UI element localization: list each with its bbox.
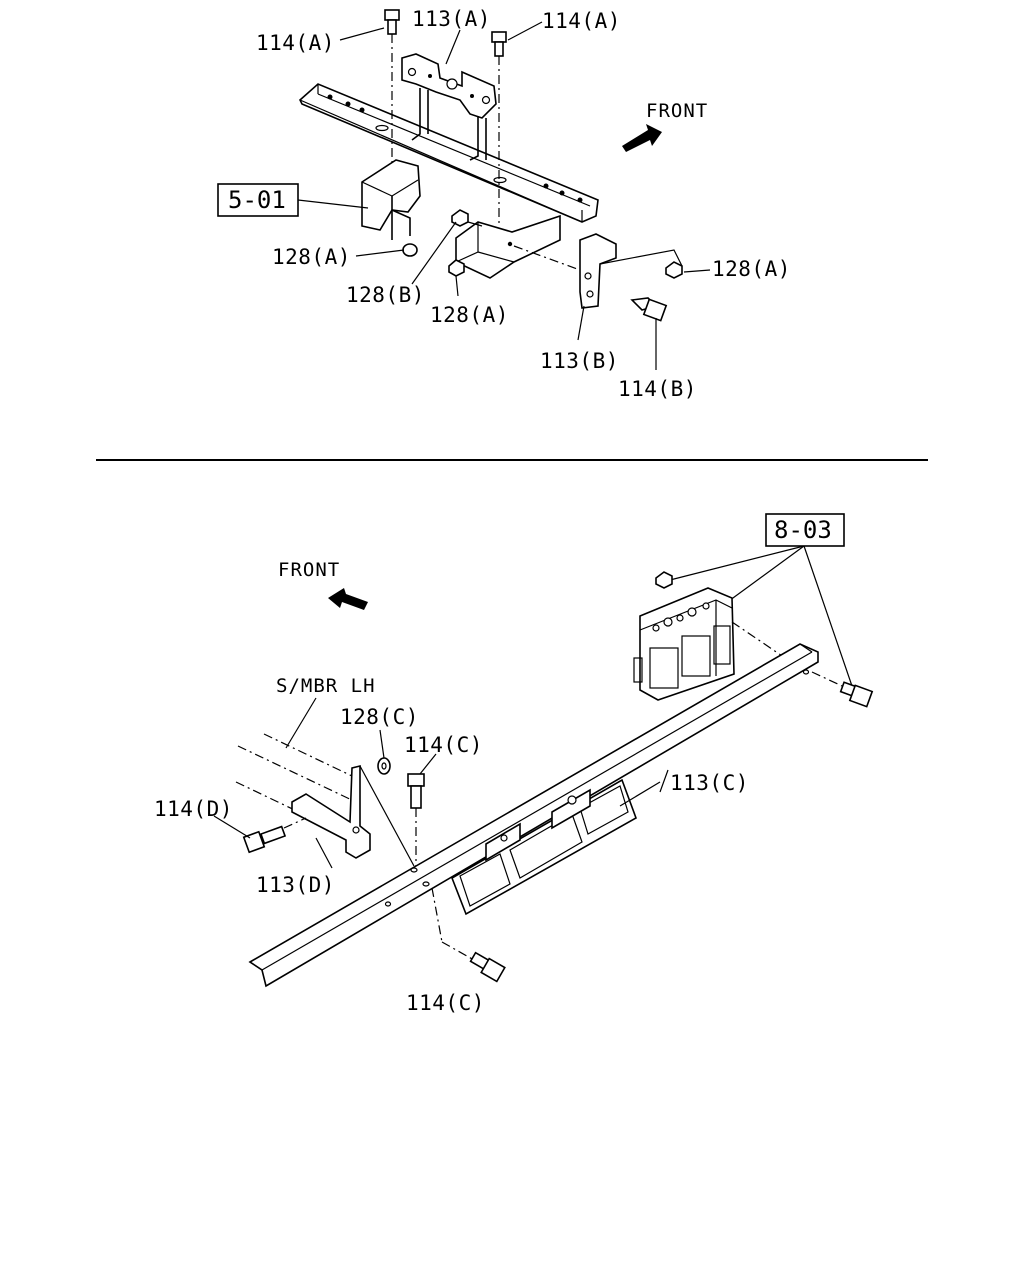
label-114c-bottom: 114(C) xyxy=(406,991,485,1015)
label-128c: 128(C) xyxy=(340,705,419,729)
label-114a-left: 114(A) xyxy=(256,31,335,55)
ref-5-01[interactable]: 5-01 xyxy=(228,186,286,214)
nut-128a-right xyxy=(665,261,683,279)
washer-128c xyxy=(377,757,391,775)
label-128a-center: 128(A) xyxy=(430,303,509,327)
label-114b: 114(B) xyxy=(618,377,697,401)
ref-box-8-03[interactable] xyxy=(765,513,845,547)
ref-8-03[interactable]: 8-03 xyxy=(774,516,832,544)
plate-113c xyxy=(451,778,637,916)
bolt-8-03 xyxy=(839,681,874,708)
front-label-bottom: FRONT xyxy=(278,559,340,581)
bolt-114a-right xyxy=(491,31,507,57)
label-113a: 113(A) xyxy=(412,7,491,31)
label-128a-right: 128(A) xyxy=(712,257,791,281)
front-label-top: FRONT xyxy=(646,100,708,122)
top-diagram: FRONT 5-01 114(A) 113(A) 114(A) 128(A) 1… xyxy=(217,7,791,401)
cross-member-top xyxy=(299,83,599,223)
bolt-114c-bottom xyxy=(469,951,506,983)
module-8-03 xyxy=(633,587,735,701)
label-114c-top: 114(C) xyxy=(404,733,483,757)
label-114a-right: 114(A) xyxy=(542,9,621,33)
nut-128a-center xyxy=(448,259,465,277)
bracket-113a xyxy=(401,53,497,161)
front-arrow-top xyxy=(622,124,662,152)
bolt-114c-top xyxy=(407,773,425,809)
bolt-114b xyxy=(630,297,668,322)
label-s-mbr-lh: S/MBR LH xyxy=(276,675,376,697)
bolt-114d xyxy=(242,825,287,854)
bottom-diagram: FRONT 8-03 xyxy=(154,513,874,1015)
bracket-113d xyxy=(291,764,415,867)
bolt-114a-left xyxy=(384,9,400,35)
bracket-113b xyxy=(579,233,617,309)
nut-8-03 xyxy=(655,571,673,589)
label-113d: 113(D) xyxy=(256,873,335,897)
label-114d: 114(D) xyxy=(154,797,233,821)
label-128a-left: 128(A) xyxy=(272,245,351,269)
label-113b: 113(B) xyxy=(540,349,619,373)
label-113c: 113(C) xyxy=(670,771,749,795)
label-128b: 128(B) xyxy=(346,283,425,307)
box-bracket-center xyxy=(455,214,561,279)
cross-member-113c xyxy=(248,643,819,988)
frame-5-01 xyxy=(361,159,421,240)
nut-128a-left xyxy=(402,243,418,257)
front-arrow-bottom xyxy=(328,588,368,610)
